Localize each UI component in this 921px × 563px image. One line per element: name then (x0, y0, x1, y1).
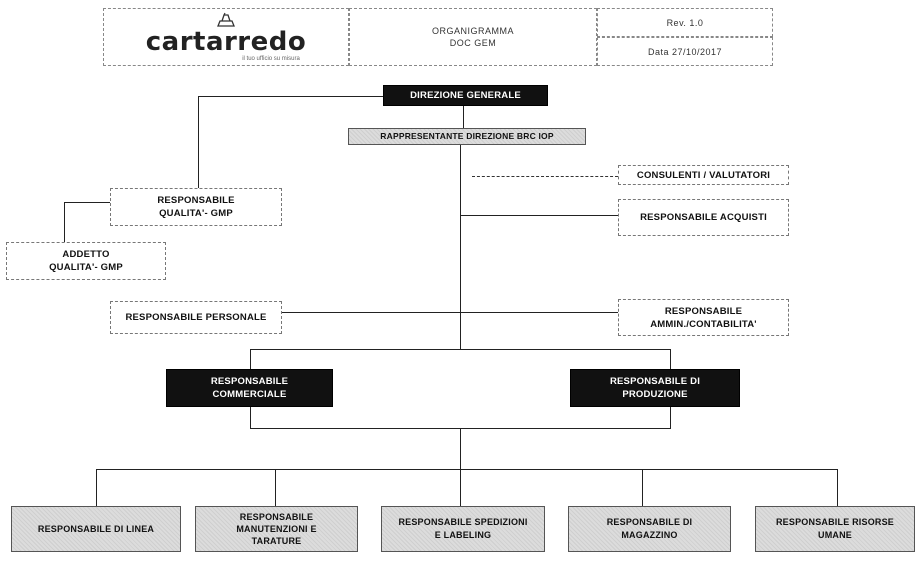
node-responsabile-risorse-umane: RESPONSABILE RISORSE UMANE (755, 506, 915, 552)
connector (250, 349, 671, 350)
node-responsabile-manutenzioni: RESPONSABILE MANUTENZIONI E TARATURE (195, 506, 358, 552)
logo-text: cartarredo (145, 26, 307, 57)
logo-subtext: il tuo ufficio su misura (242, 55, 300, 62)
node-responsabile-qualita: RESPONSABILE QUALITA'- GMP (110, 188, 282, 226)
date-cell: Data 27/10/2017 (597, 37, 773, 66)
doc-title: ORGANIGRAMMA (431, 26, 514, 36)
connector (642, 469, 643, 506)
node-consulenti-valutatori: CONSULENTI / VALUTATORI (618, 165, 789, 185)
connector (460, 469, 461, 506)
node-responsabile-linea: RESPONSABILE DI LINEA (11, 506, 181, 552)
connector (275, 469, 276, 506)
connector (96, 469, 838, 470)
connector (463, 106, 464, 128)
connector (460, 312, 618, 313)
node-addetto-qualita: ADDETTO QUALITA'- GMP (6, 242, 166, 280)
connector (460, 215, 618, 216)
node-direzione-generale: DIREZIONE GENERALE (383, 85, 548, 106)
connector (460, 428, 461, 470)
connector (64, 202, 110, 203)
doc-code: DOC GEM (449, 38, 497, 48)
node-responsabile-spedizioni: RESPONSABILE SPEDIZIONI E LABELING (381, 506, 545, 552)
revision-label: Rev. 1.0 (666, 17, 704, 28)
connector (64, 202, 65, 242)
logo-mark-icon (217, 12, 235, 27)
connector (282, 312, 460, 313)
connector (198, 96, 383, 97)
doc-title-cell: ORGANIGRAMMA DOC GEM (349, 8, 597, 66)
dashed-connector (472, 176, 618, 177)
connector (460, 141, 461, 349)
node-rappresentante-direzione: RAPPRESENTANTE DIREZIONE BRC IOP (348, 128, 586, 145)
node-responsabile-commerciale: RESPONSABILE COMMERCIALE (166, 369, 333, 407)
node-responsabile-personale: RESPONSABILE PERSONALE (110, 301, 282, 334)
date-label: Data 27/10/2017 (647, 46, 723, 57)
node-responsabile-produzione: RESPONSABILE DI PRODUZIONE (570, 369, 740, 407)
connector (198, 96, 199, 188)
logo-cell: cartarredo il tuo ufficio su misura (103, 8, 349, 66)
connector (96, 469, 97, 506)
node-responsabile-amministrazione: RESPONSABILE AMMIN./CONTABILITA' (618, 299, 789, 336)
revision-cell: Rev. 1.0 (597, 8, 773, 37)
connector (837, 469, 838, 506)
node-responsabile-acquisti: RESPONSABILE ACQUISTI (618, 199, 789, 236)
node-responsabile-magazzino: RESPONSABILE DI MAGAZZINO (568, 506, 731, 552)
